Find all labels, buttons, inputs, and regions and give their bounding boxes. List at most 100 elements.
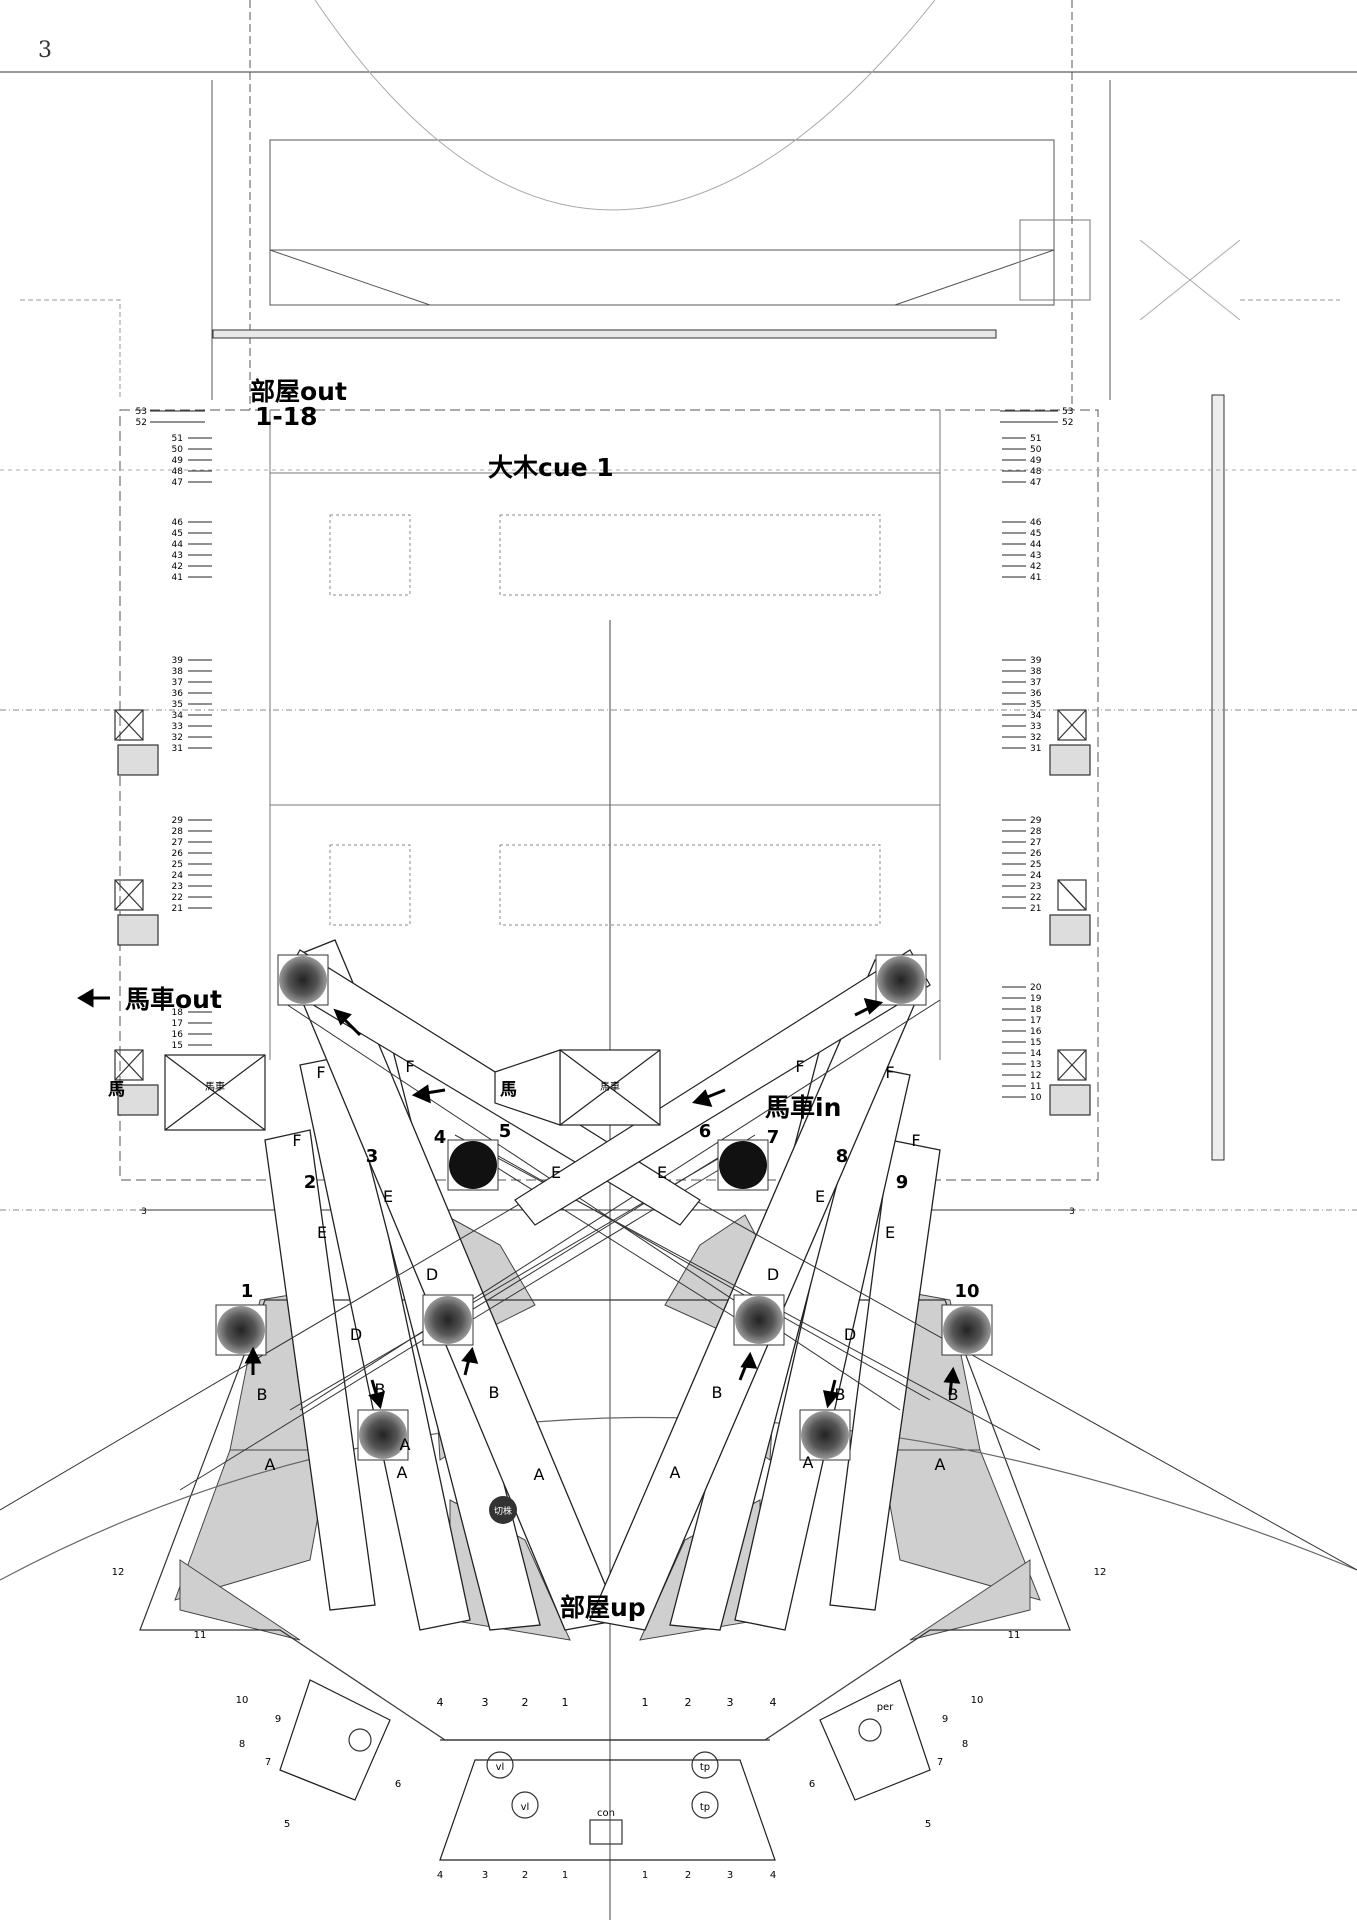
fly-bar-number: 34 [1030, 711, 1042, 721]
fly-bar-number: 15 [172, 1041, 183, 1051]
corner-mark: 3 [38, 38, 52, 63]
flower-prop [357, 1409, 409, 1461]
fly-bar-number: 10 [1030, 1093, 1042, 1103]
fly-bar-number: 23 [172, 882, 183, 892]
fly-bar-number: 31 [172, 744, 183, 754]
note-carriage-in: 馬車in [765, 1093, 842, 1122]
note-room-out-range: 1-18 [255, 402, 318, 431]
fly-bar-number: 39 [1030, 656, 1042, 666]
orchestra-pit [279, 1679, 931, 1861]
fly-bar-number: 52 [136, 418, 147, 428]
fly-bar-number: 48 [1030, 467, 1042, 477]
fly-bar-number: 45 [172, 529, 183, 539]
horse-glyph: 馬 [500, 1080, 517, 1100]
fly-bar-number: 16 [1030, 1027, 1042, 1037]
flower-prop [422, 1294, 474, 1346]
fly-bar-number: 35 [172, 700, 183, 710]
carriage-box-label: 馬車 [205, 1080, 225, 1093]
fly-bar-number: 25 [172, 860, 183, 870]
fly-bar-number: 50 [1030, 445, 1042, 455]
fly-bar-number: 45 [1030, 529, 1041, 539]
fly-bar-number: 53 [1062, 407, 1073, 417]
flower-prop [277, 954, 329, 1006]
fly-bar-number: 44 [172, 540, 184, 550]
fly-bar-number: 37 [1030, 678, 1041, 688]
fly-bar-number: 51 [172, 434, 183, 444]
trap-marker [489, 1496, 517, 1524]
fly-bar-number: 43 [1030, 551, 1041, 561]
fly-bar-number: 24 [172, 871, 184, 881]
stage-apron [0, 1299, 1357, 1741]
fly-bar-number: 41 [1030, 573, 1041, 583]
carriage-box-label: 馬車 [600, 1080, 620, 1093]
fly-bar-number: 22 [172, 893, 183, 903]
fly-bar-number: 43 [172, 551, 183, 561]
fly-bar-number: 38 [1030, 667, 1042, 677]
fly-bar-number: 51 [1030, 434, 1041, 444]
fly-bar-number: 46 [172, 518, 184, 528]
fly-bar-number: 3 [1069, 1207, 1075, 1217]
fly-bar-number: 53 [136, 407, 147, 417]
fly-bar-number: 17 [172, 1019, 183, 1029]
fly-bar-number: 17 [1030, 1016, 1041, 1026]
fly-bar-number: 52 [1062, 418, 1073, 428]
fly-bar-number: 37 [172, 678, 183, 688]
fly-bar-number: 13 [1030, 1060, 1041, 1070]
flower-props: 切株 [215, 954, 993, 1524]
fly-bar-number: 38 [172, 667, 184, 677]
fly-bar-number: 12 [1030, 1071, 1041, 1081]
fly-bar-number: 28 [1030, 827, 1042, 837]
fly-bar-number: 18 [172, 1008, 184, 1018]
fly-bar-number: 11 [1030, 1082, 1041, 1092]
note-room-up: 部屋up [560, 1593, 646, 1622]
flower-prop [799, 1409, 851, 1461]
note-room-out: 部屋out [250, 377, 347, 406]
note-oki-cue: 大木cue 1 [488, 453, 614, 482]
fly-bar-number: 21 [172, 904, 183, 914]
flower-prop [215, 1304, 267, 1356]
fly-bar-number: 19 [1030, 994, 1042, 1004]
fly-bar-number: 21 [1030, 904, 1041, 914]
horse-glyph: 馬 [108, 1080, 125, 1100]
fly-bar-number: 15 [1030, 1038, 1041, 1048]
fly-bar-number: 25 [1030, 860, 1041, 870]
fly-bar-number: 33 [1030, 722, 1041, 732]
fly-bar-number: 46 [1030, 518, 1042, 528]
black-drum [717, 1139, 769, 1191]
fly-bar-number: 35 [1030, 700, 1041, 710]
fly-bar-number: 18 [1030, 1005, 1042, 1015]
black-drum [447, 1139, 499, 1191]
fly-bar-number: 31 [1030, 744, 1041, 754]
fly-bar-number: 34 [172, 711, 184, 721]
walkway-platforms [264, 939, 941, 1631]
fly-bar-number: 39 [172, 656, 184, 666]
fly-bar-number: 47 [172, 478, 183, 488]
fly-bar-number: 32 [172, 733, 183, 743]
fly-bar-number: 22 [1030, 893, 1041, 903]
fly-bar-number: 29 [1030, 816, 1042, 826]
fly-bar-number: 49 [172, 456, 184, 466]
fly-bar-number: 42 [172, 562, 183, 572]
fly-bar-number: 27 [1030, 838, 1041, 848]
trap-label: 切株 [494, 1505, 512, 1517]
fly-bar-number: 23 [1030, 882, 1041, 892]
fly-bar-number: 3 [141, 1207, 147, 1217]
fly-bar-number: 28 [172, 827, 184, 837]
fly-bar-number: 14 [1030, 1049, 1042, 1059]
fly-bar-number: 26 [1030, 849, 1042, 859]
fly-bar-number: 36 [172, 689, 184, 699]
fly-bar-number: 44 [1030, 540, 1042, 550]
fly-bar-number: 29 [172, 816, 184, 826]
fly-bar-number: 42 [1030, 562, 1041, 572]
fly-bar-number: 49 [1030, 456, 1042, 466]
fly-bar-number: 27 [172, 838, 183, 848]
flower-prop [875, 954, 927, 1006]
fly-bar-number: 26 [172, 849, 184, 859]
fly-bar-number: 41 [172, 573, 183, 583]
fly-bar-number: 16 [172, 1030, 184, 1040]
carriage-boxes [164, 1049, 661, 1131]
fly-bar-number: 48 [172, 467, 184, 477]
